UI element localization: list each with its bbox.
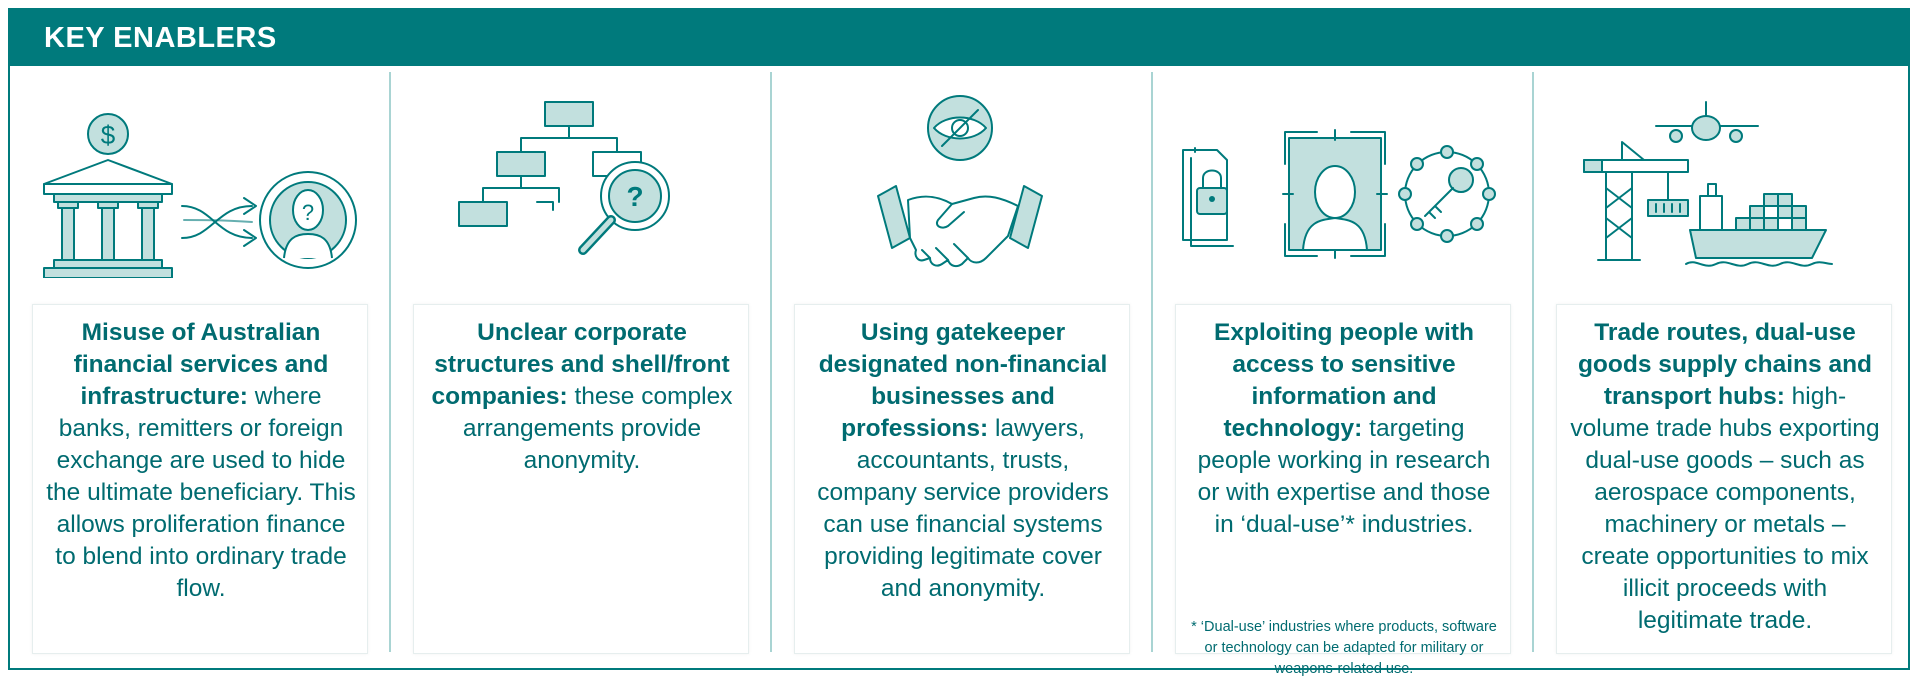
unknown-person-icon: ? [259,171,357,269]
enabler-card: Trade routes, dual-use goods supply chai… [1556,304,1892,654]
column-divider [1151,72,1153,652]
enabler-column-trade-routes: Trade routes, dual-use goods supply chai… [1536,58,1908,658]
icon-group [1536,88,1908,278]
arrows-icon [181,197,257,247]
enabler-heading: Using gatekeeper designated non-financia… [818,319,1108,442]
enabler-column-financial-services: $ [12,58,384,658]
dual-use-footnote: * ‘Dual-use’ industries where products, … [1191,619,1497,677]
enabler-column-corporate-structures: ? Unclear corporate structures and shell… [393,58,765,658]
magnifier-question-icon: ? [578,161,670,255]
svg-text:?: ? [302,200,314,225]
handshake-icon [877,185,1043,268]
enabler-body: lawyers, accountants, trusts, company se… [817,415,1109,602]
enabler-card: Using gatekeeper designated non-financia… [794,304,1130,654]
key-network-icon [1398,145,1496,243]
hidden-eye-icon [927,95,993,161]
enabler-body: where banks, remitters or foreign exchan… [46,383,356,602]
icon-group: $ [12,88,384,279]
icon-group [1155,88,1527,278]
enabler-card: Misuse of Australian financial services … [32,304,368,654]
header-bar: KEY ENABLERS [10,10,1908,66]
column-divider [1532,72,1534,652]
enabler-card: Exploiting people with access to sensiti… [1175,304,1511,677]
enabler-heading: Trade routes, dual-use goods supply chai… [1577,319,1873,410]
svg-text:$: $ [101,120,116,150]
svg-text:?: ? [626,181,643,212]
enabler-card: Unclear corporate structures and shell/f… [413,304,749,654]
icon-group: ? [393,88,765,278]
enabler-heading: Misuse of Australian financial services … [73,319,329,410]
enabler-body: targeting people working in research or … [1197,415,1491,538]
cargo-ship-icon [1685,183,1833,267]
enabler-body: these complex arrangements provide anony… [462,383,733,474]
airplane-icon [1655,101,1759,143]
bank-icon: $ [43,113,173,279]
enabler-column-gatekeepers: Using gatekeeper designated non-financia… [774,58,1146,658]
icon-group [774,88,1146,278]
locked-document-icon [1182,147,1234,247]
enabler-body: high-volume trade hubs exporting dual-us… [1570,383,1880,634]
header-title: KEY ENABLERS [44,22,277,54]
enabler-column-sensitive-technology: Exploiting people with access to sensiti… [1155,58,1527,677]
key-enablers-panel: KEY ENABLERS [8,8,1910,670]
enabler-heading: Unclear corporate structures and shell/f… [431,319,730,410]
column-divider [770,72,772,652]
column-divider [389,72,391,652]
crane-icon [1583,141,1689,261]
enabler-heading: Exploiting people with access to sensiti… [1214,319,1474,442]
person-target-icon [1282,129,1388,259]
